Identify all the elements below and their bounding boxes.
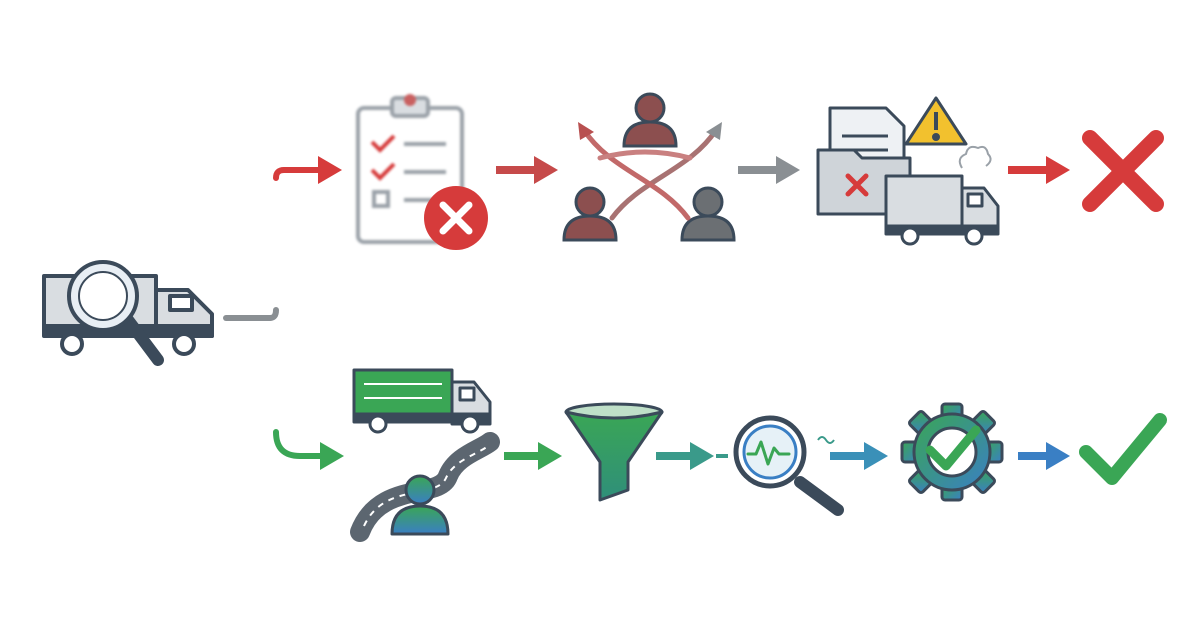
- arrow-bottom-3: [830, 442, 888, 470]
- funnel-icon: [564, 402, 664, 502]
- green-truck-road-driver-icon: [350, 368, 500, 542]
- arrow-head-top-branch: [318, 156, 342, 184]
- arrow-bottom-1: [504, 442, 562, 470]
- documents-warning-truck-icon: [816, 96, 1000, 246]
- green-check-icon: [1079, 413, 1167, 485]
- arrow-top-1: [496, 156, 558, 184]
- branch-connector: [223, 167, 325, 459]
- signal-analysis-icon: [733, 415, 844, 516]
- truck-inspection-icon: [42, 260, 214, 366]
- red-x-icon: [1082, 130, 1164, 212]
- arrow-top-2: [738, 156, 800, 184]
- arrow-top-3: [1008, 156, 1070, 184]
- people-diverging-icon: [562, 92, 736, 242]
- checklist-rejected-icon: [356, 94, 488, 250]
- arrow-head-bottom-branch: [320, 442, 344, 470]
- arrow-bottom-2: [656, 442, 728, 470]
- gear-check-icon: [900, 402, 1004, 502]
- arrow-bottom-4: [1018, 442, 1070, 470]
